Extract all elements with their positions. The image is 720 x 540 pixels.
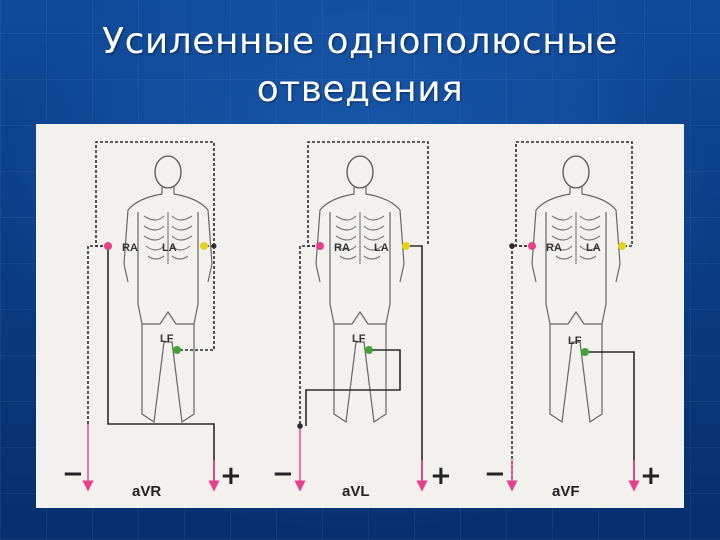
minus-sign: −	[62, 459, 84, 489]
electrode-dot-icon	[316, 242, 324, 250]
electrode-dot-icon	[528, 242, 536, 250]
electrode-dot-icon	[200, 242, 208, 250]
human-figure-icon	[531, 155, 621, 423]
human-figure-icon	[123, 155, 213, 423]
label-lf: LF	[352, 333, 366, 345]
label-la: LA	[162, 242, 177, 254]
lead-name-avl: aVL	[342, 483, 370, 500]
panel-avr: RA LA LF − + aVR	[62, 141, 242, 500]
label-ra: RA	[122, 242, 138, 254]
label-lf: LF	[568, 335, 582, 347]
label-la: LA	[586, 242, 601, 254]
plus-sign: +	[430, 461, 452, 491]
label-lf: LF	[160, 333, 174, 345]
electrode-dot-icon	[104, 242, 112, 250]
electrode-dot-icon	[581, 348, 589, 356]
slide-title: Усиленные однополюсные отведения	[0, 18, 720, 114]
label-ra: RA	[546, 242, 562, 254]
label-la: LA	[374, 242, 389, 254]
electrode-dot-icon	[618, 242, 626, 250]
minus-sign: −	[272, 459, 294, 489]
label-ra: RA	[334, 242, 350, 254]
plus-sign: +	[640, 461, 662, 491]
human-figure-icon	[315, 155, 405, 423]
plus-sign: +	[220, 461, 242, 491]
leads-diagram: RA LA LF − + aVR RA LA LF − + aVL	[36, 124, 684, 508]
title-line-2: отведения	[256, 69, 464, 110]
minus-sign: −	[484, 459, 506, 489]
panel-avl: RA LA LF − + aVL	[272, 141, 452, 500]
lead-name-avf: aVF	[552, 483, 580, 500]
title-line-1: Усиленные однополюсные	[102, 21, 618, 62]
lead-name-avr: aVR	[132, 483, 161, 500]
electrode-dot-icon	[365, 346, 373, 354]
electrode-dot-icon	[173, 346, 181, 354]
electrode-dot-icon	[402, 242, 410, 250]
leads-diagram-svg: RA LA LF − + aVR RA LA LF − + aVL	[62, 141, 662, 500]
panel-avf: RA LA LF − + aVF	[484, 141, 662, 500]
